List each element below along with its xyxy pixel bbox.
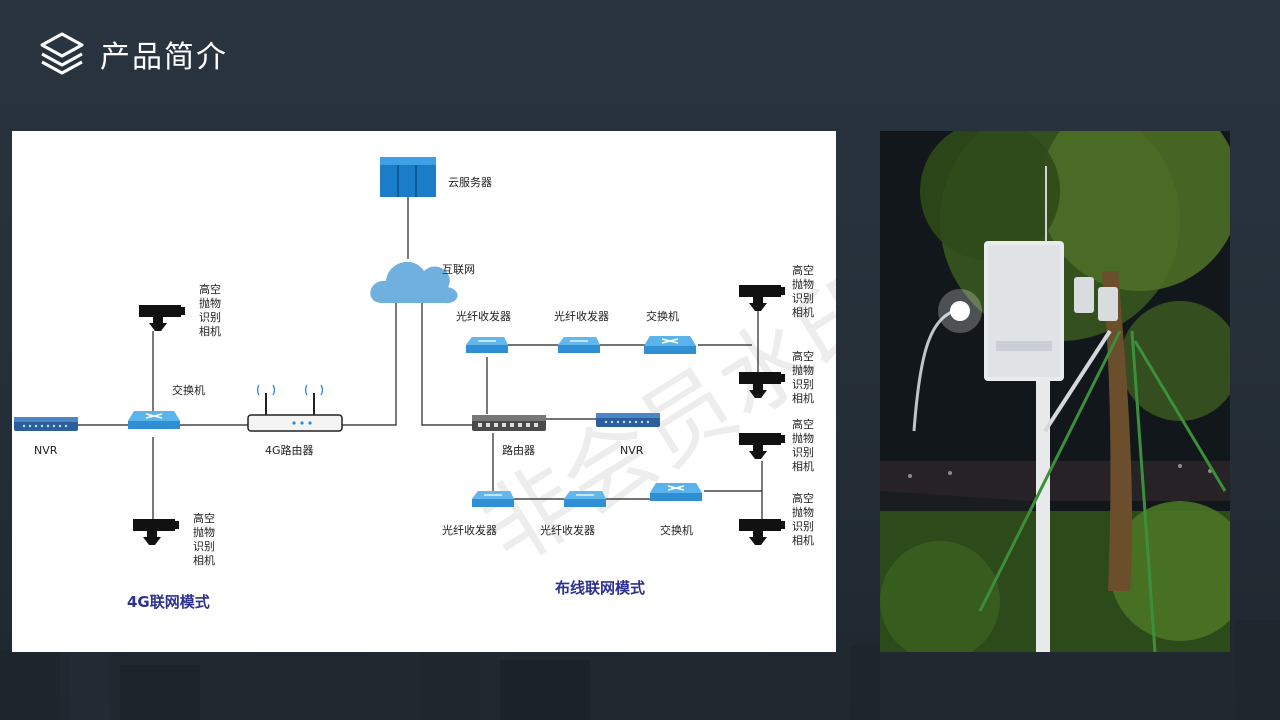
fiber-transceiver-2-icon bbox=[557, 336, 601, 354]
switch-right-bottom-icon bbox=[649, 482, 703, 502]
switch-left-label: 交换机 bbox=[172, 383, 205, 397]
svg-text:抛物: 抛物 bbox=[792, 505, 814, 519]
svg-text:高空: 高空 bbox=[792, 263, 814, 277]
page-header: 产品简介 bbox=[38, 30, 228, 78]
svg-text:抛物: 抛物 bbox=[199, 296, 221, 310]
router-label: 路由器 bbox=[502, 443, 535, 457]
cloud-server-icon bbox=[380, 157, 436, 197]
camera-right-2-label: 高空 抛物 识别 相机 bbox=[792, 349, 814, 405]
switch-right-bottom-label: 交换机 bbox=[660, 523, 693, 537]
svg-text:识别: 识别 bbox=[199, 311, 221, 324]
camera-left-top-label: 高空 抛物 识别 相机 bbox=[199, 282, 221, 338]
layers-icon bbox=[40, 32, 84, 75]
camera-right-4-label: 高空 抛物 识别 相机 bbox=[792, 491, 814, 547]
page-title: 产品简介 bbox=[100, 40, 228, 75]
svg-text:相机: 相机 bbox=[792, 305, 814, 319]
installation-photo bbox=[880, 131, 1230, 652]
svg-text:抛物: 抛物 bbox=[792, 277, 814, 291]
connection-lines bbox=[78, 197, 763, 523]
svg-text:识别: 识别 bbox=[792, 378, 814, 391]
svg-text:抛物: 抛物 bbox=[193, 525, 215, 539]
nvr-right-label: NVR bbox=[620, 444, 644, 457]
fiber-transceiver-1-label: 光纤收发器 bbox=[456, 309, 511, 323]
internet-label: 互联网 bbox=[442, 263, 475, 276]
mode-title-wired: 布线联网模式 bbox=[555, 579, 645, 597]
camera-right-3-icon bbox=[739, 433, 785, 459]
fiber-transceiver-3-label: 光纤收发器 bbox=[442, 523, 497, 537]
svg-text:高空: 高空 bbox=[792, 349, 814, 363]
cloud-server-label: 云服务器 bbox=[448, 176, 492, 189]
switch-right-top-icon bbox=[643, 335, 697, 355]
svg-text:识别: 识别 bbox=[193, 540, 215, 553]
svg-text:相机: 相机 bbox=[792, 391, 814, 405]
svg-text:抛物: 抛物 bbox=[792, 431, 814, 445]
svg-text:识别: 识别 bbox=[792, 520, 814, 533]
switch-right-top-label: 交换机 bbox=[646, 309, 679, 323]
switch-left-icon bbox=[127, 410, 181, 430]
svg-text:识别: 识别 bbox=[792, 446, 814, 459]
night-street-photo bbox=[880, 131, 1230, 652]
svg-text:高空: 高空 bbox=[193, 511, 215, 525]
camera-left-bottom-label: 高空 抛物 识别 相机 bbox=[193, 511, 215, 567]
svg-text:识别: 识别 bbox=[792, 292, 814, 305]
svg-text:相机: 相机 bbox=[792, 459, 814, 473]
camera-right-4-icon bbox=[739, 519, 785, 545]
camera-left-top-icon bbox=[139, 305, 185, 331]
nvr-left-label: NVR bbox=[34, 444, 58, 457]
fiber-transceiver-1-icon bbox=[465, 336, 509, 354]
svg-text:相机: 相机 bbox=[792, 533, 814, 547]
router-4g-icon bbox=[247, 384, 343, 432]
fiber-transceiver-4-label: 光纤收发器 bbox=[540, 523, 595, 537]
fiber-transceiver-2-label: 光纤收发器 bbox=[554, 309, 609, 323]
nvr-left-icon bbox=[14, 417, 78, 431]
svg-text:相机: 相机 bbox=[199, 324, 221, 338]
fiber-transceiver-3-icon bbox=[471, 490, 515, 508]
internet-cloud-icon bbox=[370, 261, 458, 304]
router-4g-label: 4G路由器 bbox=[265, 443, 314, 457]
svg-text:相机: 相机 bbox=[193, 553, 215, 567]
camera-left-bottom-icon bbox=[133, 519, 179, 545]
network-diagram: 非会员水印 云服务器 bbox=[14, 157, 836, 611]
camera-right-3-label: 高空 抛物 识别 相机 bbox=[792, 417, 814, 473]
svg-text:抛物: 抛物 bbox=[792, 363, 814, 377]
svg-text:高空: 高空 bbox=[199, 282, 221, 296]
svg-text:高空: 高空 bbox=[792, 417, 814, 431]
fiber-transceiver-4-icon bbox=[563, 490, 607, 508]
mode-title-4g: 4G联网模式 bbox=[127, 593, 210, 611]
svg-text:高空: 高空 bbox=[792, 491, 814, 505]
camera-right-1-label: 高空 抛物 识别 相机 bbox=[792, 263, 814, 319]
router-icon bbox=[472, 415, 546, 431]
nvr-right-icon bbox=[596, 413, 660, 427]
network-diagram-panel: 非会员水印 云服务器 bbox=[12, 131, 836, 652]
